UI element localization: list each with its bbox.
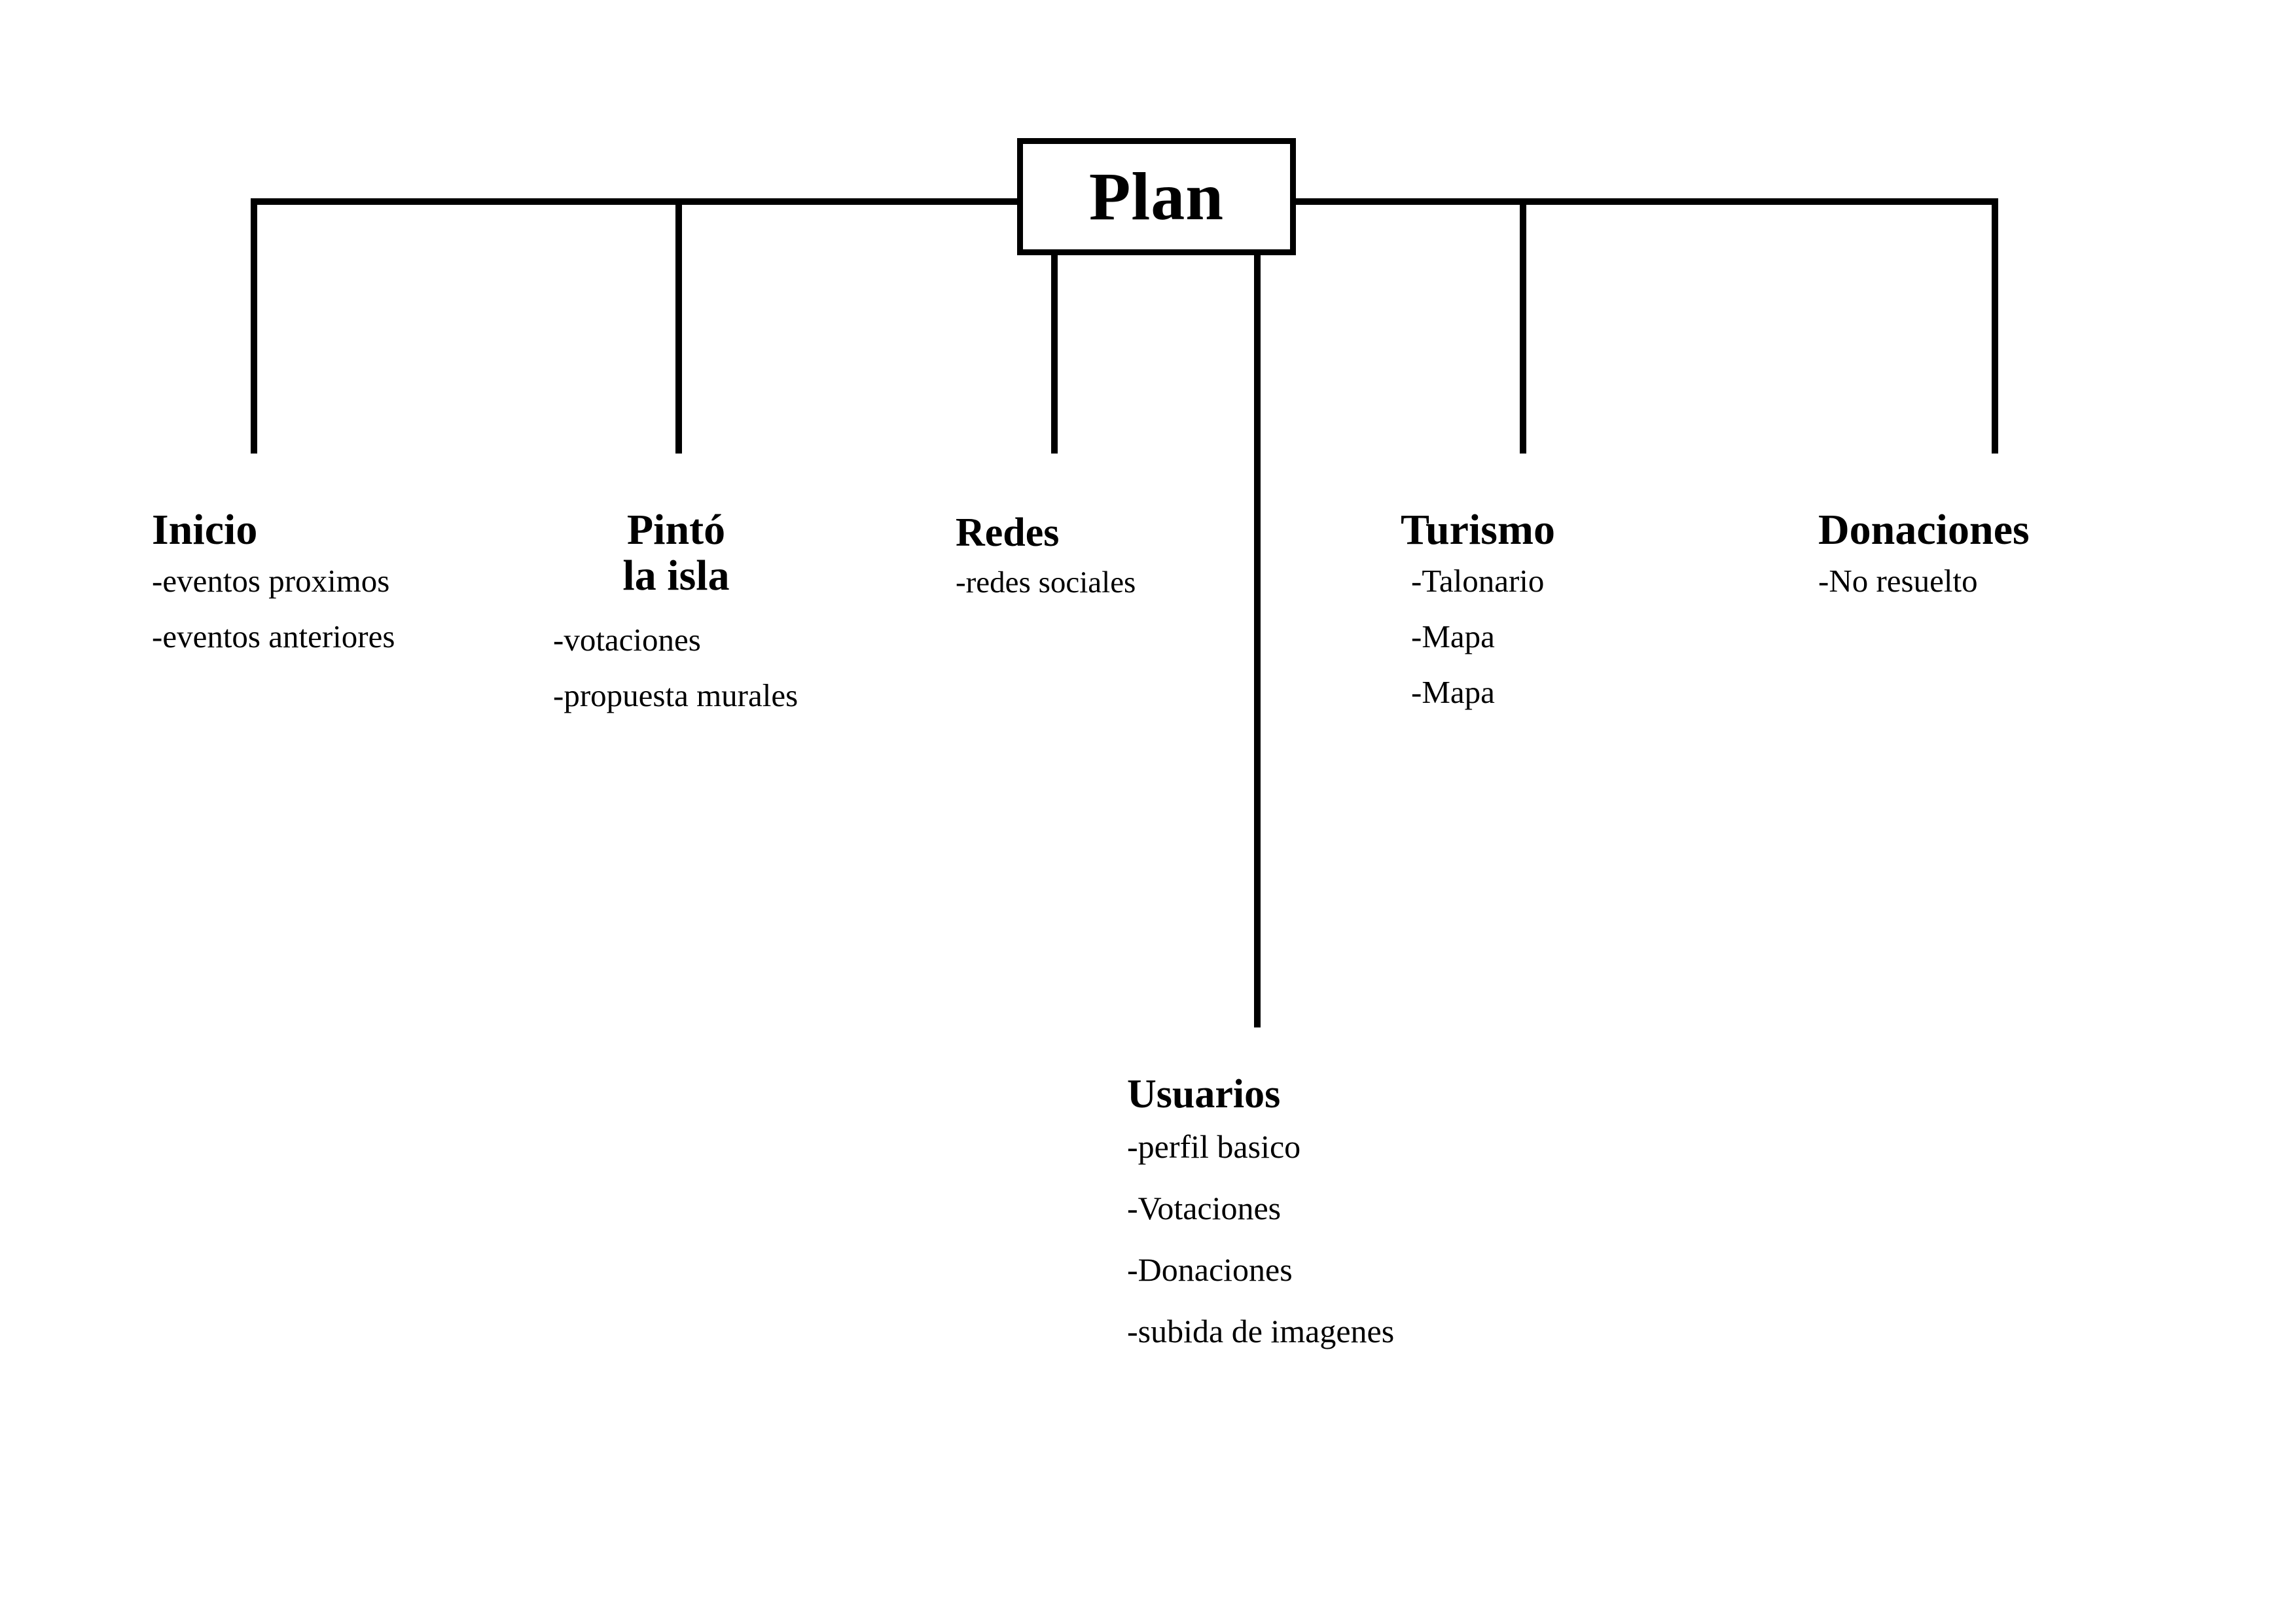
branch-donaciones-title: Donaciones	[1818, 506, 2030, 554]
branch-donaciones-items: -No resuelto	[1818, 562, 2211, 601]
branch-usuarios[interactable]: Usuarios -perfil basico -Votaciones -Don…	[1127, 1073, 1664, 1373]
list-item: -redes sociales	[956, 565, 1136, 599]
branch-redes-items: -redes sociales	[956, 564, 1191, 601]
branch-turismo[interactable]: Turismo -Talonario -Mapa -Mapa	[1401, 507, 1702, 711]
branch-turismo-items: -Talonario -Mapa -Mapa	[1411, 562, 1702, 711]
root-node-label: Plan	[1088, 158, 1225, 234]
list-item: -Mapa	[1411, 618, 1495, 654]
connector-vertical-donaciones	[1992, 198, 1998, 454]
branch-inicio-title: Inicio	[152, 506, 258, 554]
branch-usuarios-items: -perfil basico -Votaciones -Donaciones -…	[1127, 1127, 1664, 1351]
list-item: -eventos anteriores	[152, 618, 395, 654]
connector-vertical-redes	[1051, 251, 1058, 454]
list-item: -Donaciones	[1127, 1251, 1293, 1288]
list-item: -propuesta murales	[553, 677, 798, 713]
connector-vertical-pinto-la-isla	[675, 198, 682, 454]
branch-usuarios-title: Usuarios	[1127, 1072, 1281, 1116]
list-item: -perfil basico	[1127, 1128, 1301, 1165]
branch-redes[interactable]: Redes -redes sociales	[956, 510, 1191, 601]
connector-vertical-inicio	[251, 198, 257, 454]
connector-vertical-usuarios	[1254, 251, 1261, 1027]
branch-turismo-title: Turismo	[1401, 506, 1555, 554]
branch-pinto-la-isla-items: -votaciones -propuesta murales	[553, 621, 834, 715]
branch-donaciones[interactable]: Donaciones -No resuelto	[1818, 507, 2211, 601]
list-item: -Talonario	[1411, 562, 1545, 599]
branch-pinto-la-isla-title: Pintó la isla	[622, 506, 730, 599]
branch-inicio-items: -eventos proximos -eventos anteriores	[152, 562, 427, 656]
root-node-plan[interactable]: Plan	[1017, 138, 1296, 255]
list-item: -subida de imagenes	[1127, 1312, 1395, 1349]
list-item: -votaciones	[553, 621, 701, 658]
list-item: -Votaciones	[1127, 1189, 1282, 1226]
connector-vertical-turismo	[1520, 198, 1526, 454]
list-item: -Mapa	[1411, 673, 1495, 710]
branch-pinto-la-isla[interactable]: Pintó la isla -votaciones -propuesta mur…	[553, 507, 834, 715]
branch-inicio[interactable]: Inicio -eventos proximos -eventos anteri…	[152, 507, 427, 656]
branch-redes-title: Redes	[956, 510, 1060, 555]
list-item: -eventos proximos	[152, 562, 390, 599]
list-item: -No resuelto	[1818, 562, 1978, 599]
